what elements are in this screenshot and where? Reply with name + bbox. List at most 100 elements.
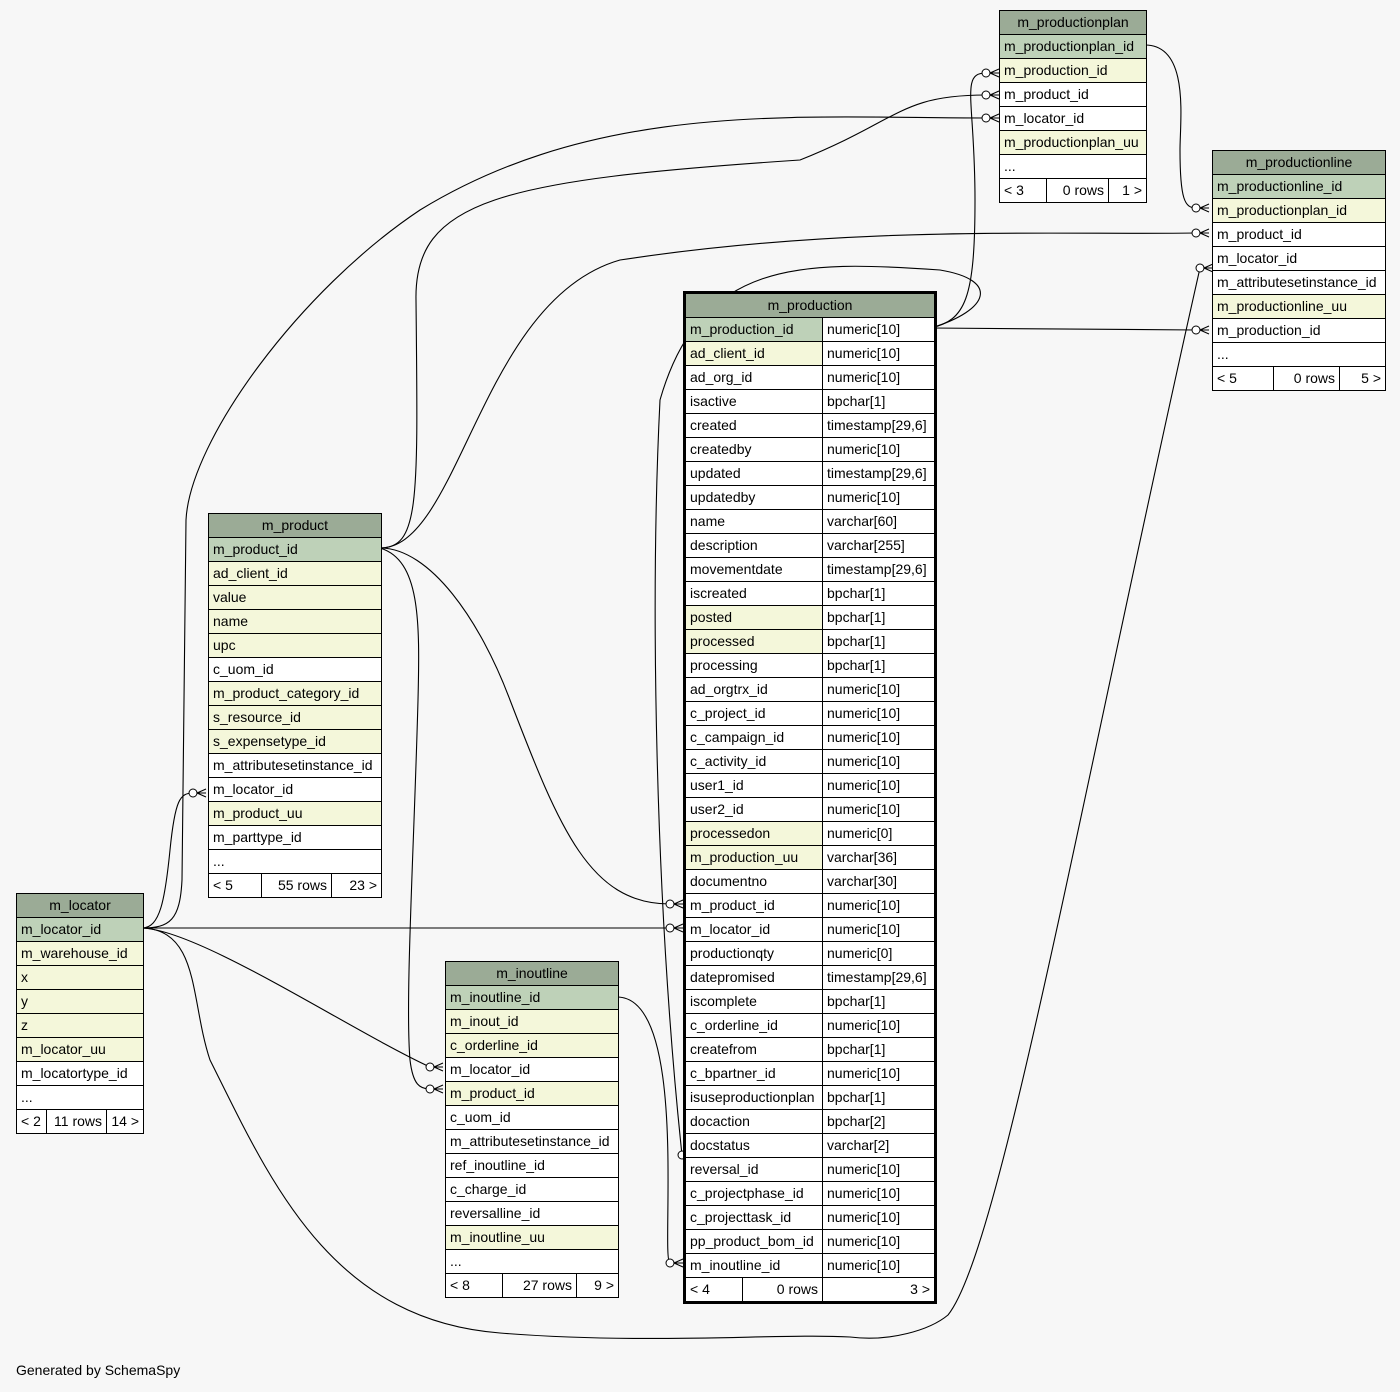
parents-count[interactable]: < 8 — [450, 1277, 470, 1293]
column-row[interactable]: m_locator_id — [1213, 247, 1385, 271]
column-row[interactable]: m_attributesetinstance_id — [209, 754, 381, 778]
column-row[interactable]: m_inoutline_uu — [446, 1226, 618, 1250]
column-row[interactable]: m_attributesetinstance_id — [1213, 271, 1385, 295]
row-count[interactable]: 0 rows — [1273, 367, 1339, 390]
children-count[interactable]: 9 > — [576, 1274, 618, 1297]
more-columns-row[interactable]: ... — [17, 1086, 143, 1110]
column-row[interactable]: m_attributesetinstance_id — [446, 1130, 618, 1154]
column-row[interactable]: reversalline_id — [446, 1202, 618, 1226]
children-count[interactable]: 1 > — [1108, 179, 1146, 202]
column-row[interactable]: c_charge_id — [446, 1178, 618, 1202]
column-row[interactable]: ref_inoutline_id — [446, 1154, 618, 1178]
more-columns-row[interactable]: ... — [446, 1250, 618, 1274]
row-count[interactable]: 11 rows — [46, 1110, 106, 1133]
more-columns-row[interactable]: ... — [1000, 155, 1146, 179]
column-row[interactable]: ad_client_id — [209, 562, 381, 586]
parents-count[interactable]: < 5 — [213, 877, 233, 893]
column-row[interactable]: c_uom_id — [209, 658, 381, 682]
column-row[interactable]: m_productionplan_id — [1213, 199, 1385, 223]
column-row[interactable]: x — [17, 966, 143, 990]
column-row[interactable]: m_warehouse_id — [17, 942, 143, 966]
more-columns-row[interactable]: ... — [1213, 343, 1385, 367]
column-row[interactable]: c_orderline_id — [446, 1034, 618, 1058]
column-row[interactable]: m_productionplan_id — [1000, 35, 1146, 59]
row-count[interactable]: 0 rows — [742, 1278, 822, 1301]
children-count[interactable]: 5 > — [1339, 367, 1385, 390]
column-row[interactable]: m_product_id — [209, 538, 381, 562]
column-row[interactable]: m_locator_id — [17, 918, 143, 942]
column-row[interactable]: c_uom_id — [446, 1106, 618, 1130]
column-row[interactable]: m_productionplan_uu — [1000, 131, 1146, 155]
more-columns-row[interactable]: ... — [209, 850, 381, 874]
parents-count[interactable]: < 3 — [1004, 182, 1024, 198]
column-row[interactable]: m_product_category_id — [209, 682, 381, 706]
column-row[interactable]: m_product_uu — [209, 802, 381, 826]
column-row[interactable]: m_locator_uu — [17, 1038, 143, 1062]
column-row[interactable]: m_locator_id — [209, 778, 381, 802]
children-count[interactable]: 14 > — [106, 1110, 143, 1133]
column-row[interactable]: m_productionline_id — [1213, 175, 1385, 199]
column-row[interactable]: m_product_id — [1000, 83, 1146, 107]
parents-count[interactable]: < 5 — [1217, 370, 1237, 386]
column-row[interactable]: m_locatortype_id — [17, 1062, 143, 1086]
column-row[interactable]: upc — [209, 634, 381, 658]
column-row[interactable]: value — [209, 586, 381, 610]
column-row[interactable]: m_inout_id — [446, 1010, 618, 1034]
column-row[interactable]: m_production_id — [1213, 319, 1385, 343]
column-row[interactable]: m_production_id — [1000, 59, 1146, 83]
row-count[interactable]: 27 rows — [502, 1274, 576, 1297]
column-row[interactable]: m_inoutline_id — [446, 986, 618, 1010]
parents-count[interactable]: < 2 — [21, 1113, 41, 1129]
children-count[interactable]: 3 > — [822, 1278, 934, 1301]
children-count[interactable]: 23 > — [331, 874, 381, 897]
parents-count[interactable]: < 4 — [690, 1281, 710, 1297]
row-count[interactable]: 55 rows — [261, 874, 331, 897]
column-row[interactable]: z — [17, 1014, 143, 1038]
column-row[interactable]: m_parttype_id — [209, 826, 381, 850]
column-row[interactable]: m_productionline_uu — [1213, 295, 1385, 319]
column-row[interactable]: m_product_id — [446, 1082, 618, 1106]
column-row[interactable]: m_locator_id — [446, 1058, 618, 1082]
column-row[interactable]: name — [209, 610, 381, 634]
row-count[interactable]: 0 rows — [1046, 179, 1108, 202]
